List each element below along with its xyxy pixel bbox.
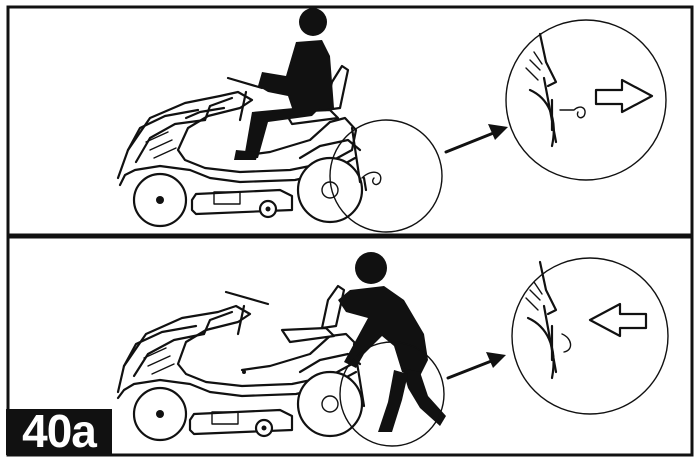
riding-mower-icon — [118, 286, 364, 440]
magnified-view-circle — [512, 258, 668, 414]
panel-top — [8, 7, 692, 235]
pointer-arrow-icon — [448, 352, 506, 378]
magnified-hook-detail — [526, 262, 571, 378]
magnified-hook-detail — [526, 34, 585, 146]
arrow-left-icon — [590, 304, 646, 336]
pointer-arrow-icon — [446, 124, 508, 152]
arrow-right-icon — [596, 80, 652, 112]
figure-number-label: 40a — [6, 405, 112, 457]
